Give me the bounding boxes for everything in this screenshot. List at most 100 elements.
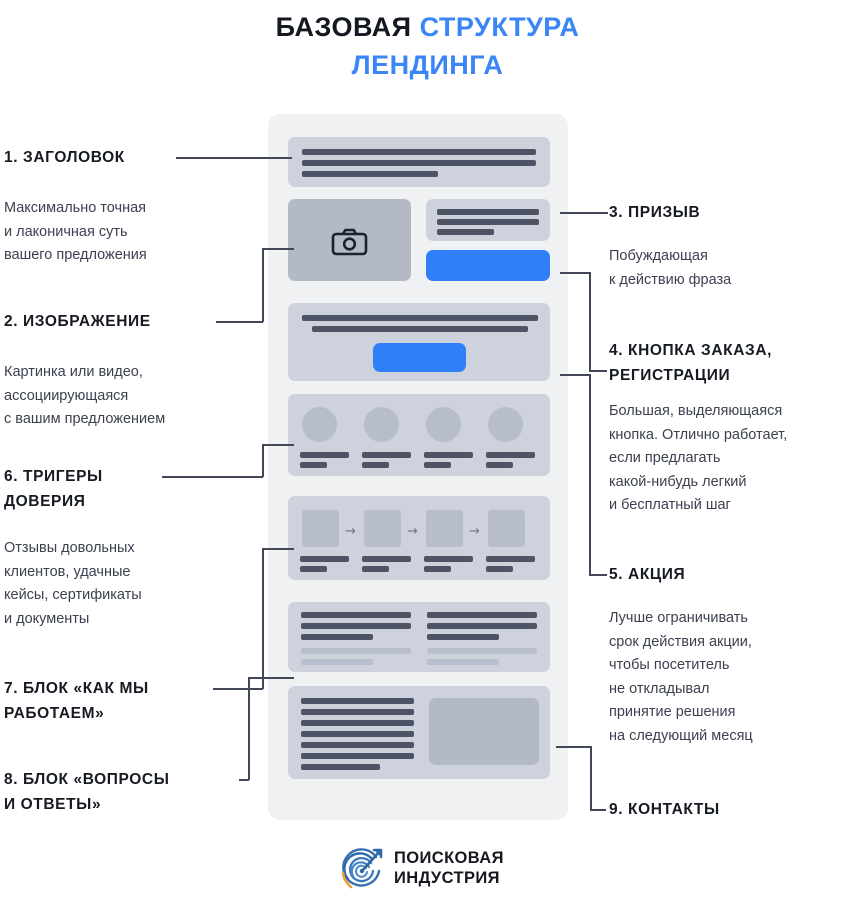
text-line bbox=[362, 452, 411, 458]
connector-6-left bbox=[162, 476, 263, 478]
text-line bbox=[302, 160, 536, 166]
connector-7-top bbox=[262, 548, 294, 550]
connector-2-bottom bbox=[216, 321, 263, 323]
mock-map-placeholder bbox=[429, 698, 539, 765]
text-line bbox=[302, 149, 536, 155]
page-title: БАЗОВАЯ СТРУКТУРА ЛЕНДИНГА bbox=[0, 8, 855, 84]
avatar-circle bbox=[426, 407, 461, 442]
text-line bbox=[424, 452, 473, 458]
brand-logo: ПОИСКОВАЯ ИНДУСТРИЯ bbox=[338, 843, 538, 895]
mock-header-block bbox=[288, 137, 550, 187]
text-line bbox=[301, 612, 411, 618]
text-line bbox=[437, 229, 494, 235]
text-line bbox=[362, 556, 411, 562]
text-line bbox=[300, 462, 327, 468]
text-line bbox=[300, 556, 349, 562]
text-line bbox=[427, 623, 537, 629]
connector-7-bottom bbox=[213, 688, 263, 690]
connector-8-vert bbox=[248, 677, 250, 780]
title-word-blue-1: СТРУКТУРА bbox=[419, 12, 580, 42]
text-line bbox=[312, 326, 528, 332]
brand-name: ПОИСКОВАЯ ИНДУСТРИЯ bbox=[394, 849, 504, 887]
callout-body-6: Отзывы довольных клиентов, удачные кейсы… bbox=[4, 540, 142, 627]
text-line bbox=[302, 171, 438, 177]
connector-7-vert bbox=[262, 548, 264, 689]
text-line bbox=[301, 731, 414, 737]
avatar-circle bbox=[488, 407, 523, 442]
text-line bbox=[486, 462, 513, 468]
callout-body-2: Картинка или видео, ассоциирующаяся с ва… bbox=[4, 364, 166, 427]
text-line bbox=[437, 209, 539, 215]
text-line bbox=[301, 698, 414, 704]
avatar-circle bbox=[302, 407, 337, 442]
step-square bbox=[426, 510, 463, 547]
text-line bbox=[300, 566, 327, 572]
text-line bbox=[301, 720, 414, 726]
connector-5-top bbox=[560, 374, 590, 376]
text-line bbox=[486, 452, 535, 458]
connector-4-vert bbox=[589, 272, 591, 371]
step-square bbox=[302, 510, 339, 547]
connector-1 bbox=[176, 157, 292, 159]
mock-how-we-work-block: → → → bbox=[288, 496, 550, 580]
arrow-right-icon: → bbox=[345, 524, 356, 539]
callout-heading-5: 5. АКЦИЯ bbox=[609, 566, 686, 583]
connector-2-top bbox=[262, 248, 294, 250]
text-line bbox=[427, 612, 537, 618]
text-line bbox=[300, 452, 349, 458]
connector-6-vert bbox=[262, 444, 264, 477]
text-line bbox=[427, 634, 499, 640]
callout-heading-4: 4. КНОПКА ЗАКАЗА, РЕГИСТРАЦИИ bbox=[609, 342, 773, 384]
title-word-dark: БАЗОВАЯ bbox=[275, 12, 420, 42]
avatar-circle bbox=[364, 407, 399, 442]
callout-body-3: Побуждающая к действию фраза bbox=[609, 248, 732, 288]
callout-body-5: Лучше ограничивать срок действия акции, … bbox=[609, 610, 753, 744]
text-line bbox=[362, 462, 389, 468]
callout-heading-1: 1. ЗАГОЛОВОК bbox=[4, 149, 125, 166]
callout-heading-2: 2. ИЗОБРАЖЕНИЕ bbox=[4, 313, 151, 330]
connector-2-vert bbox=[262, 248, 264, 322]
connector-5-bottom bbox=[589, 574, 607, 576]
text-line-faint bbox=[301, 659, 373, 665]
text-line bbox=[302, 315, 538, 321]
callout-body-1: Максимально точная и лаконичная суть ваш… bbox=[4, 200, 147, 263]
text-line-faint bbox=[301, 648, 411, 654]
text-line bbox=[301, 634, 373, 640]
arrow-right-icon: → bbox=[469, 524, 480, 539]
mock-cta-button[interactable] bbox=[426, 250, 550, 281]
callout-heading-3: 3. ПРИЗЫВ bbox=[609, 204, 701, 221]
text-line bbox=[362, 566, 389, 572]
text-line bbox=[301, 623, 411, 629]
callout-heading-7: 7. БЛОК «КАК МЫ РАБОТАЕМ» bbox=[4, 680, 149, 722]
text-line bbox=[437, 219, 539, 225]
mock-promo-button[interactable] bbox=[373, 343, 466, 372]
step-square bbox=[364, 510, 401, 547]
connector-9-vert bbox=[590, 746, 592, 810]
step-square bbox=[488, 510, 525, 547]
mock-cta-text-block bbox=[426, 199, 550, 241]
text-line bbox=[486, 566, 513, 572]
text-line-faint bbox=[427, 659, 499, 665]
connector-6-right bbox=[262, 444, 294, 446]
text-line bbox=[424, 462, 451, 468]
landing-page-mockup: → → → bbox=[268, 114, 568, 820]
target-arrow-icon bbox=[341, 848, 383, 889]
text-line bbox=[301, 742, 414, 748]
callout-heading-8: 8. БЛОК «ВОПРОСЫ И ОТВЕТЫ» bbox=[4, 771, 170, 813]
callout-body-4: Большая, выделяющаяся кнопка. Отлично ра… bbox=[609, 403, 788, 513]
connector-9-bottom bbox=[590, 809, 606, 811]
title-word-blue-2: ЛЕНДИНГА bbox=[351, 50, 504, 80]
connector-5-vert bbox=[589, 374, 591, 575]
connector-8-top bbox=[248, 677, 294, 679]
connector-3 bbox=[560, 212, 608, 214]
connector-9-top bbox=[556, 746, 592, 748]
connector-4-top bbox=[560, 272, 590, 274]
mock-trust-block bbox=[288, 394, 550, 476]
text-line bbox=[301, 753, 414, 759]
callout-heading-9: 9. КОНТАКТЫ bbox=[609, 801, 720, 818]
mock-faq-block bbox=[288, 602, 550, 672]
mock-image-placeholder bbox=[288, 199, 411, 281]
text-line bbox=[424, 566, 451, 572]
text-line bbox=[424, 556, 473, 562]
